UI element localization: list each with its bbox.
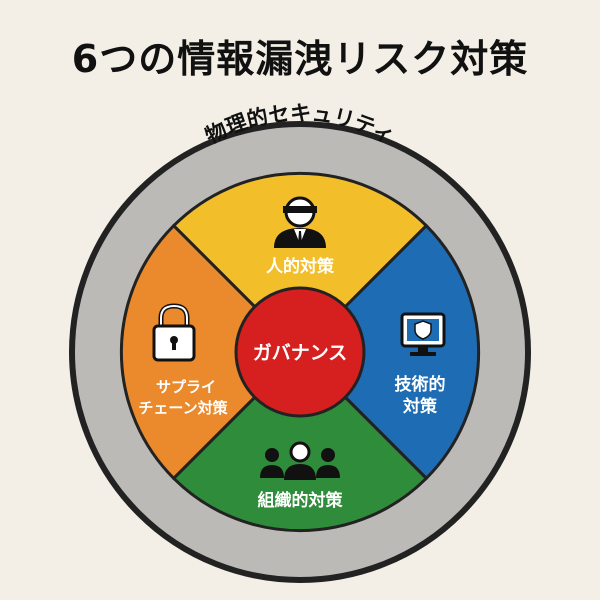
page-title: 6つの情報漏洩リスク対策 (71, 37, 529, 81)
segment-technical-label-line1: 技術的 (395, 374, 446, 395)
segment-supply-chain (119, 223, 303, 481)
center-circle (234, 286, 366, 418)
segment-supply-chain-label-line1: サプライ (156, 378, 216, 396)
segment-human-label: 人的対策 (266, 256, 335, 277)
segment-organizational (171, 349, 429, 533)
lock-icon (152, 303, 196, 362)
person-icon (274, 196, 326, 248)
segment-technical (297, 223, 481, 481)
group-icon (260, 441, 340, 480)
monitor-shield-icon (400, 312, 446, 356)
segment-supply-chain-label-line2: チェーン対策 (138, 399, 228, 417)
segment-organizational-label: 組織的対策 (258, 490, 344, 511)
center-label: ガバナンス (253, 342, 348, 364)
segment-human (171, 171, 429, 355)
segment-technical-label-line2: 対策 (402, 396, 438, 417)
